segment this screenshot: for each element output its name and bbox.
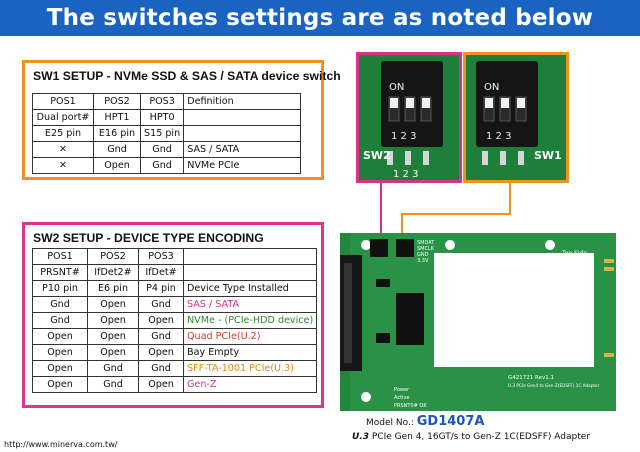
sw2-title: SW2 SETUP - DEVICE TYPE ENCODING xyxy=(33,231,264,245)
on-label: ON xyxy=(484,82,499,93)
adapter-board-illustration: SMDAT SMCLK GND 3.3V Top Side G421721 Re… xyxy=(340,233,616,411)
adapter-label: U.3 PCIe Gen4 to Gen-Z(EDSFF) 1C Adapter xyxy=(508,383,600,388)
sw2-label: SW2 xyxy=(363,149,391,162)
v33-label: 3.3V xyxy=(417,258,429,264)
product-description: U.3 PCIe Gen 4, 16GT/s to Gen-Z 1C(EDSFF… xyxy=(352,432,590,442)
position-numbers: 1 2 3 xyxy=(391,131,416,142)
model-number: GD1407A xyxy=(416,414,485,429)
sw1-setup-panel: SW1 SETUP - NVMe SSD & SAS / SATA device… xyxy=(22,60,341,180)
model-line: Model No.: GD1407A xyxy=(366,414,484,429)
power-label: Power xyxy=(394,387,410,393)
table-cell: NVMe PCIe xyxy=(183,157,302,174)
desc-prefix: U.3 xyxy=(352,432,369,442)
website-url: http://www.minerva.com.tw/ xyxy=(4,440,118,449)
sw2-switch-photo: ON 1 2 3 SW2 1 2 3 xyxy=(356,52,462,183)
model-label: Model No.: xyxy=(366,418,414,428)
top-side-label: Top Side xyxy=(561,250,587,257)
active-label: Active xyxy=(394,395,409,401)
table-cell: Gnd xyxy=(139,157,185,174)
adapter-board-photo: SMDAT SMCLK GND 3.3V Top Side G421721 Re… xyxy=(340,233,616,411)
table-cell: Open xyxy=(93,157,141,174)
smclk-label: SMCLK xyxy=(417,246,435,252)
table-row: PRSNT#IfDet2#IfDet# xyxy=(32,264,318,281)
sw2-switch-illustration: ON 1 2 3 SW2 1 2 3 xyxy=(359,55,459,180)
sw1-title: SW1 SETUP - NVMe SSD & SAS / SATA device… xyxy=(33,69,341,83)
rev-label: G421721 Rev1.1 xyxy=(508,375,554,381)
sw1-label: SW1 xyxy=(534,149,562,162)
desc-text: PCIe Gen 4, 16GT/s to Gen-Z 1C(EDSFF) Ad… xyxy=(369,432,591,442)
position-numbers: 1 2 3 xyxy=(393,169,418,180)
sw1-switch-photo: ON 1 2 3 SW1 xyxy=(463,52,569,183)
table-cell: Gnd xyxy=(87,376,139,393)
position-numbers: 1 2 3 xyxy=(486,131,511,142)
smdat-label: SMDAT xyxy=(417,240,435,246)
page-title-banner: The switches settings are as noted below xyxy=(0,0,640,36)
prsnt-label: PRSNT0# OK xyxy=(394,403,427,409)
sw1-switch-illustration: ON 1 2 3 SW1 xyxy=(466,55,566,180)
table-cell: Gen-Z xyxy=(182,376,318,393)
on-label: ON xyxy=(389,82,404,93)
table-cell: NVMe - (PCIe-HDD device) xyxy=(182,312,318,329)
gnd-label: GND xyxy=(417,252,429,258)
